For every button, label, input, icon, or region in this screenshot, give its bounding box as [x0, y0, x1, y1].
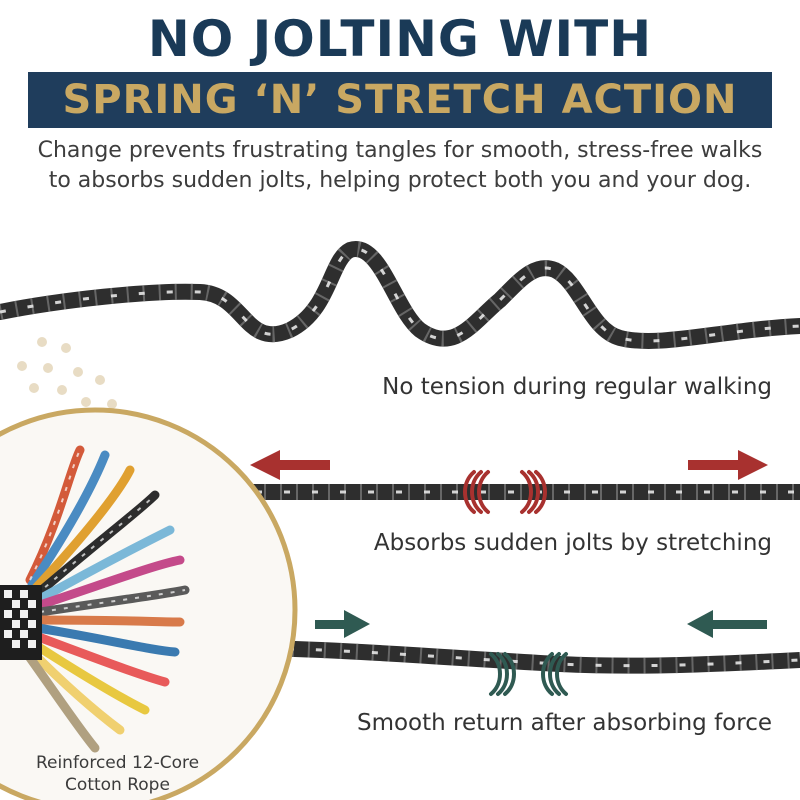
- compression-marks-icon: [489, 652, 568, 696]
- rope-knot: [0, 585, 42, 660]
- stretch-marks-icon: [463, 470, 547, 514]
- rope-relaxed: [0, 241, 800, 349]
- caption-stretched: Absorbs sudden jolts by stretching: [373, 530, 772, 556]
- inset-caption: Reinforced 12-Core Cotton Rope: [0, 752, 235, 796]
- inset-caption-line-2: Cotton Rope: [65, 775, 170, 795]
- subtitle-line-2: to absorbs sudden jolts, helping protect…: [48, 168, 752, 193]
- subtitle-line-1: Change prevents frustrating tangles for …: [37, 138, 763, 163]
- headline: NO JOLTING WITH: [147, 10, 653, 68]
- banner-text: SPRING ‘N’ STRETCH ACTION: [62, 77, 738, 123]
- arrow-right-icon: [688, 450, 768, 480]
- subtitle: Change prevents frustrating tangles for …: [0, 136, 800, 196]
- decorative-dots: [17, 337, 129, 425]
- arrow-inward-left-icon: [687, 610, 767, 638]
- arrow-inward-right-icon: [315, 610, 370, 638]
- inset-caption-line-1: Reinforced 12-Core: [35, 753, 200, 773]
- caption-returned: Smooth return after absorbing force: [356, 710, 772, 736]
- rope-inset-photo: [0, 407, 298, 800]
- headline-banner: SPRING ‘N’ STRETCH ACTION: [28, 72, 772, 128]
- caption-relaxed: No tension during regular walking: [382, 374, 772, 400]
- rope-returned: [259, 640, 800, 674]
- arrow-left-icon: [250, 450, 330, 480]
